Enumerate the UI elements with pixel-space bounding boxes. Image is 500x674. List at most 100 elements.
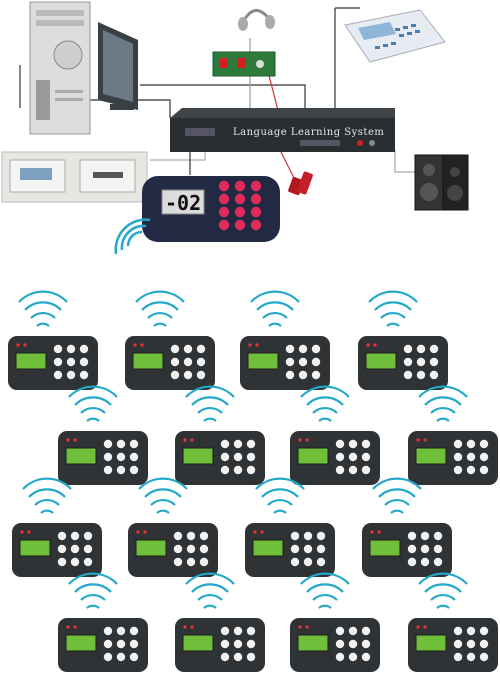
wireless-signal-icon xyxy=(68,572,118,609)
terminal-key xyxy=(246,465,256,475)
terminal-key xyxy=(183,370,193,380)
control-panel xyxy=(212,51,276,77)
master-key xyxy=(250,206,262,218)
terminal-key xyxy=(403,344,413,354)
led xyxy=(260,530,264,534)
terminal-screen xyxy=(182,634,214,652)
terminal-key xyxy=(103,465,113,475)
terminal-key xyxy=(70,557,80,567)
led xyxy=(423,438,427,442)
terminal-key xyxy=(361,639,371,649)
led xyxy=(373,343,377,347)
terminal-key xyxy=(233,626,243,636)
terminal-key xyxy=(433,531,443,541)
terminal-key xyxy=(57,531,67,541)
led xyxy=(253,530,257,534)
terminal-key xyxy=(416,344,426,354)
terminal-key xyxy=(233,439,243,449)
led xyxy=(183,438,187,442)
master-key xyxy=(250,219,262,231)
terminal-key xyxy=(479,626,489,636)
terminal-key xyxy=(453,626,463,636)
student-terminal xyxy=(12,477,102,577)
terminal-key xyxy=(403,357,413,367)
terminal-key xyxy=(335,652,345,662)
led xyxy=(190,625,194,629)
wireless-signal-icon xyxy=(22,477,72,514)
terminal-key xyxy=(246,652,256,662)
master-remote-display: -02 xyxy=(165,191,201,215)
terminal-key xyxy=(335,439,345,449)
terminal-key xyxy=(83,544,93,554)
terminal-key xyxy=(335,465,345,475)
terminal-key xyxy=(129,652,139,662)
terminal-key xyxy=(348,439,358,449)
terminal-key xyxy=(466,626,476,636)
student-terminal xyxy=(245,477,335,577)
wireless-signal-icon xyxy=(368,290,418,327)
terminal-key xyxy=(416,370,426,380)
terminal-key xyxy=(303,544,313,554)
terminal-key xyxy=(311,370,321,380)
terminal-screen xyxy=(297,447,329,465)
terminal-key xyxy=(220,452,230,462)
terminal-key xyxy=(361,465,371,475)
student-terminal xyxy=(240,290,330,390)
terminal-key xyxy=(316,531,326,541)
student-terminal xyxy=(358,290,448,390)
terminal-key xyxy=(199,531,209,541)
terminal-key xyxy=(453,652,463,662)
led xyxy=(66,438,70,442)
terminal-key xyxy=(183,344,193,354)
wireless-signal-icon xyxy=(68,385,118,422)
hub-title: Language Learning System xyxy=(233,127,384,138)
terminal-key xyxy=(246,452,256,462)
terminal-key xyxy=(186,544,196,554)
wall-panel xyxy=(1,151,148,203)
student-terminal xyxy=(175,385,265,485)
led xyxy=(16,343,20,347)
terminal-screen xyxy=(365,352,397,370)
language-learning-hub: Language Learning System xyxy=(170,108,395,152)
wireless-signal-icon xyxy=(418,385,468,422)
wireless-signal-icon xyxy=(300,385,350,422)
terminal-key xyxy=(186,531,196,541)
terminal-key xyxy=(361,439,371,449)
terminal-key xyxy=(57,557,67,567)
terminal-key xyxy=(103,452,113,462)
terminal-screen xyxy=(247,352,279,370)
terminal-screen xyxy=(65,634,97,652)
speaker-icon xyxy=(414,154,469,211)
terminal-key xyxy=(453,439,463,449)
terminal-body xyxy=(8,336,98,390)
terminal-key xyxy=(103,626,113,636)
terminal-key xyxy=(348,452,358,462)
terminal-body xyxy=(290,431,380,485)
terminal-key xyxy=(83,531,93,541)
master-key xyxy=(218,193,230,205)
terminal-screen xyxy=(19,539,51,557)
led xyxy=(423,625,427,629)
terminal-key xyxy=(407,531,417,541)
terminal-key xyxy=(429,357,439,367)
terminal-key xyxy=(103,439,113,449)
terminal-key xyxy=(173,531,183,541)
terminal-screen xyxy=(252,539,284,557)
led xyxy=(66,625,70,629)
terminal-key xyxy=(53,370,63,380)
led xyxy=(298,438,302,442)
terminal-key xyxy=(429,344,439,354)
terminal-key xyxy=(246,639,256,649)
led xyxy=(136,530,140,534)
terminal-key xyxy=(186,557,196,567)
terminal-key xyxy=(298,357,308,367)
master-remote: -02 xyxy=(142,176,280,242)
terminal-key xyxy=(303,531,313,541)
terminal-key xyxy=(311,344,321,354)
student-terminal xyxy=(8,290,98,390)
terminal-key xyxy=(66,344,76,354)
master-key xyxy=(250,193,262,205)
terminal-key xyxy=(479,652,489,662)
terminal-key xyxy=(348,626,358,636)
terminal-key xyxy=(479,465,489,475)
